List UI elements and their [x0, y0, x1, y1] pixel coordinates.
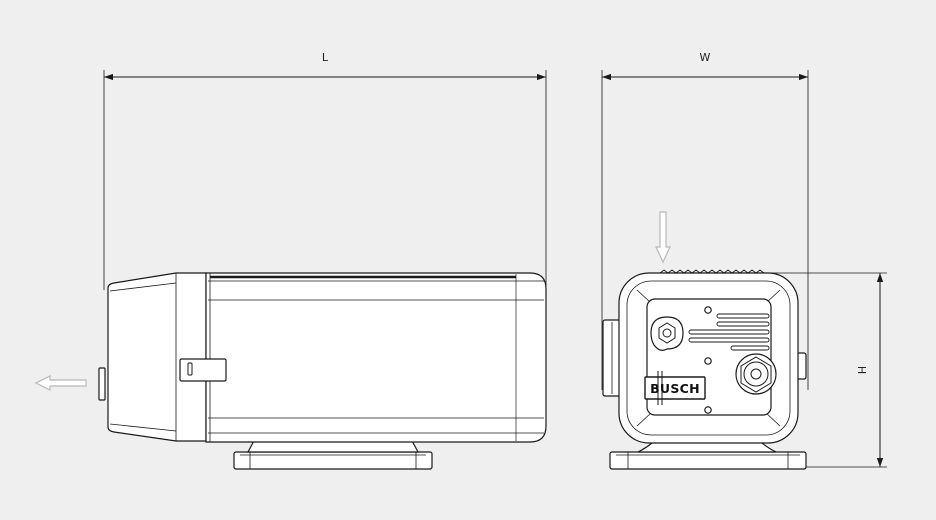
vent-slot-1: [716, 313, 770, 319]
outlet-flow-arrow-icon: [34, 375, 87, 391]
height-label: H: [855, 366, 868, 374]
length-label: L: [322, 51, 329, 64]
vent-slot-4: [688, 337, 770, 343]
vent-slot-5: [730, 345, 770, 351]
vent-slot-2: [716, 321, 770, 327]
outlet-stub: [98, 367, 106, 401]
screw-middle: [704, 357, 712, 365]
housing-latch: [179, 358, 227, 382]
main-housing: [205, 272, 547, 443]
housing-top-ridge: [659, 269, 765, 274]
busch-logo-plate: [644, 376, 706, 400]
left-flange: [602, 319, 621, 397]
screw-bottom: [704, 406, 712, 414]
screw-top: [704, 306, 712, 314]
front-base-foot: [609, 451, 807, 470]
side-base-foot: [233, 451, 433, 470]
front-view: [601, 70, 887, 470]
width-label: W: [700, 51, 711, 64]
vent-slot-3: [688, 329, 770, 335]
inlet-flow-arrow-icon: [655, 211, 671, 264]
motor-cover: [107, 272, 207, 442]
busch-logo: BUSCH: [650, 381, 700, 396]
side-view: [98, 70, 547, 470]
